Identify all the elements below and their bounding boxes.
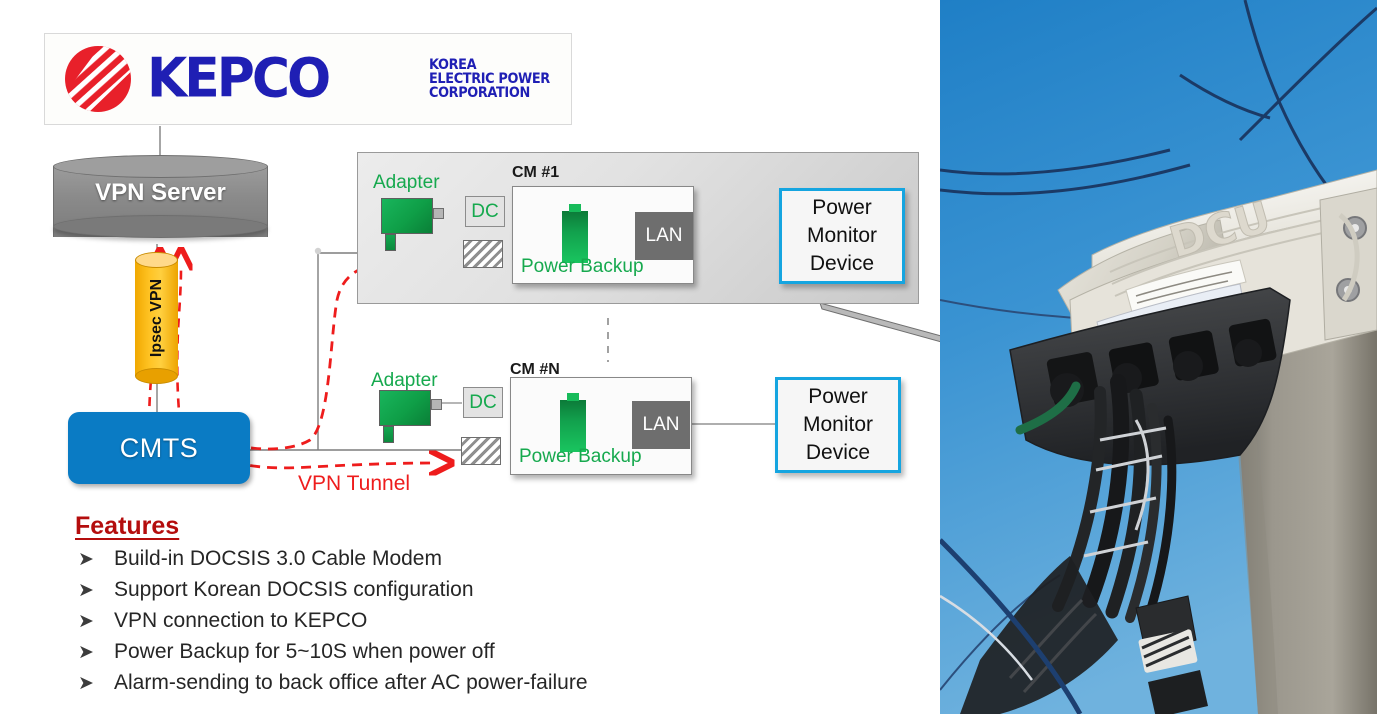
vpn-server-cylinder-bottom	[53, 215, 268, 238]
dc-label-cmN: DC	[469, 391, 497, 413]
feature-item-2: ➤ Support Korean DOCSIS configuration	[70, 578, 710, 602]
vpn-tunnel-label: VPN Tunnel	[298, 472, 411, 495]
cmN-title: CM #N	[510, 361, 560, 378]
battery-nub-cmN	[567, 393, 579, 401]
photo-lower-dark-panel	[960, 556, 1118, 714]
feature-bullet-icon: ➤	[78, 580, 94, 601]
ipsec-cylinder-bottom	[135, 368, 178, 384]
photo-green-cable	[1015, 381, 1081, 435]
lan-port-cm1[interactable]: LAN	[635, 212, 693, 260]
photo-cable-ports	[1046, 318, 1277, 407]
battery-icon-cm1	[562, 211, 588, 263]
adapter-box-cm1[interactable]	[381, 198, 433, 234]
pmd-line-3-cm1: Device	[809, 251, 875, 275]
dc-port-cmN[interactable]: DC	[463, 387, 503, 418]
pmd-line-2-cmN: Monitor	[802, 413, 874, 437]
adapter-box-cmN[interactable]	[379, 390, 431, 426]
feature-text-3: VPN connection to KEPCO	[114, 609, 368, 632]
adapter-plug-stub-cmN	[383, 426, 394, 443]
feature-text-4: Power Backup for 5~10S when power off	[114, 640, 495, 663]
dc-port-cm1[interactable]: DC	[465, 196, 505, 227]
vpn-server-label: VPN Server	[95, 179, 226, 206]
kepco-circle-mark	[55, 44, 141, 114]
ipsec-cylinder-top	[135, 252, 178, 268]
adapter-label-cm1: Adapter	[373, 172, 440, 193]
callout-leader-upper	[819, 302, 946, 344]
power-monitor-device-cm1[interactable]: Power Monitor Device	[779, 188, 905, 284]
feature-bullet-icon: ➤	[78, 549, 94, 570]
kepco-subtitle-line-1: KOREA	[429, 56, 477, 73]
rf-hatch-port-cm1	[463, 240, 503, 268]
feature-bullet-icon: ➤	[78, 642, 94, 663]
feature-text-5: Alarm-sending to back office after AC po…	[114, 671, 588, 694]
feature-item-3: ➤ VPN connection to KEPCO	[70, 609, 710, 633]
adapter-connector-nub-cmN	[431, 399, 442, 410]
dcu-field-photo: DCU	[940, 0, 1377, 714]
kepco-logo-panel: KEPCO KOREA ELECTRIC POWER CORPORATION	[44, 33, 572, 125]
feature-item-1: ➤ Build-in DOCSIS 3.0 Cable Modem	[70, 547, 710, 571]
lan-label-cmN: LAN	[642, 414, 680, 435]
adapter-label-cmN: Adapter	[371, 370, 438, 391]
photo-lower-wire	[940, 538, 1083, 714]
feature-bullet-icon: ➤	[78, 673, 94, 694]
kepco-subtitle-line-2: ELECTRIC POWER	[429, 70, 550, 87]
power-backup-label-cmN: Power Backup	[519, 446, 642, 467]
vpn-server-node[interactable]: VPN Server	[53, 155, 268, 248]
lan-port-cmN[interactable]: LAN	[632, 401, 690, 449]
feature-item-5: ➤ Alarm-sending to back office after AC …	[70, 671, 710, 695]
features-title: Features	[75, 512, 180, 540]
photo-mounting-bracket	[1319, 187, 1377, 341]
ipsec-cylinder-body	[135, 260, 178, 376]
photo-terminal-connector	[1135, 595, 1208, 714]
trunk-node-dot	[314, 247, 322, 255]
pmd-line-1-cmN: Power	[808, 385, 868, 409]
cmts-label: CMTS	[119, 432, 199, 463]
svg-text:KEPCO: KEPCO	[147, 46, 329, 108]
adapter-connector-nub-cm1	[433, 208, 444, 219]
photo-cable-ties	[1083, 419, 1167, 558]
feature-text-2: Support Korean DOCSIS configuration	[114, 578, 474, 601]
feature-text-1: Build-in DOCSIS 3.0 Cable Modem	[114, 547, 442, 570]
rf-hatch-port-cmN	[461, 437, 501, 465]
power-backup-label-cm1: Power Backup	[521, 256, 644, 277]
cmts-node[interactable]: CMTS	[68, 412, 250, 484]
dc-label-cm1: DC	[471, 200, 499, 222]
pmd-line-2-cm1: Monitor	[806, 224, 878, 248]
vpn-server-cylinder-top	[53, 155, 268, 178]
power-monitor-device-cmN[interactable]: Power Monitor Device	[775, 377, 901, 473]
feature-bullet-icon: ➤	[78, 611, 94, 632]
battery-icon-cmN	[560, 400, 586, 452]
photo-overhead-wires	[940, 0, 1377, 196]
feature-item-4: ➤ Power Backup for 5~10S when power off	[70, 640, 710, 664]
ipsec-vpn-node[interactable]: Ipsec VPN	[135, 252, 178, 384]
ipsec-vpn-label: Ipsec VPN	[148, 278, 165, 358]
lan-label-cm1: LAN	[645, 225, 683, 246]
cm1-title: CM #1	[512, 164, 560, 181]
kepco-wordmark: KEPCO	[145, 46, 415, 113]
battery-nub-cm1	[569, 204, 581, 212]
pmd-line-1-cm1: Power	[812, 196, 872, 220]
pmd-line-3-cmN: Device	[805, 440, 871, 464]
kepco-subtitle-line-3: CORPORATION	[429, 85, 530, 102]
vpn-tunnel-to-cmN	[217, 455, 432, 468]
adapter-plug-stub-cm1	[385, 234, 396, 251]
features-section: Features ➤ Build-in DOCSIS 3.0 Cable Mod…	[70, 512, 710, 702]
kepco-subtitle: KOREA ELECTRIC POWER CORPORATION	[429, 56, 560, 102]
